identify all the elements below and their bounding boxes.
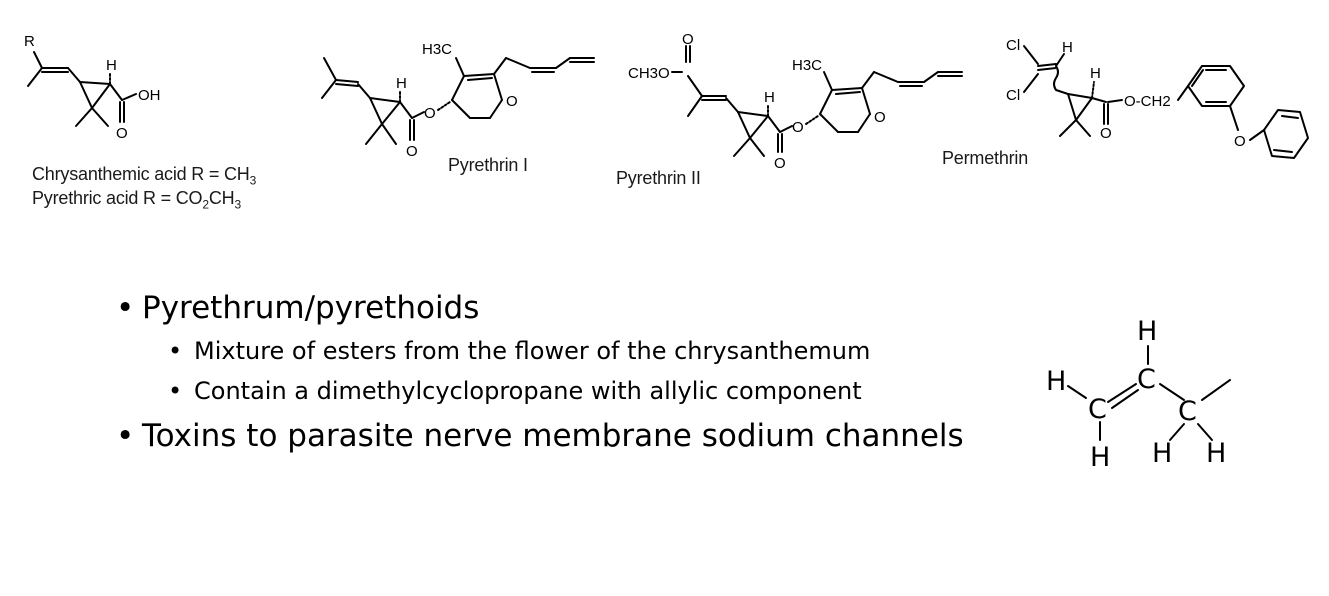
permethrin-structure: Cl Cl H H O O-CH2 O bbox=[1006, 37, 1309, 159]
pyrethrin-ii-structure: CH3O O H O O O H3C bbox=[628, 31, 963, 172]
bullet-text: Toxins to parasite nerve membrane sodium… bbox=[142, 418, 964, 454]
sub-bullet-mixture: • Mixture of esters from the flower of th… bbox=[116, 330, 1016, 372]
h-bottom-mid-label: H bbox=[1152, 438, 1172, 469]
h-left-label: H bbox=[1046, 366, 1066, 397]
ether-o-label: O bbox=[1234, 133, 1246, 150]
carbonyl-o-label: O bbox=[774, 155, 786, 172]
bullet-text: Pyrethrum/pyrethoids bbox=[142, 290, 480, 326]
bullet-dot: • bbox=[116, 418, 135, 454]
h-ring-label: H bbox=[1090, 65, 1101, 82]
cl-top-label: Cl bbox=[1006, 37, 1020, 54]
carbonyl-o-label: O bbox=[116, 125, 128, 142]
r-group-label: R bbox=[24, 33, 35, 50]
oh-label: OH bbox=[138, 87, 161, 104]
h-label: H bbox=[106, 57, 117, 74]
chrysanthemic-caption: Chrysanthemic acid R = CH3 bbox=[32, 164, 256, 188]
c-center-label: C bbox=[1137, 364, 1156, 395]
bullet-dot: • bbox=[116, 290, 135, 326]
h-bottom-right-label: H bbox=[1206, 438, 1226, 469]
ester-o-label: O bbox=[792, 119, 804, 136]
h-label: H bbox=[764, 89, 775, 106]
bullet-item-toxins: •Toxins to parasite nerve membrane sodiu… bbox=[116, 414, 1016, 458]
caption-line2-mid: CH bbox=[208, 188, 235, 208]
pyrethrin-ii-name: Pyrethrin II bbox=[616, 168, 701, 188]
h-top-label: H bbox=[1137, 316, 1157, 347]
bullet-dot: • bbox=[168, 337, 183, 365]
ch3o-label: CH3O bbox=[628, 65, 670, 82]
sub-bullet-text: Contain a dimethylcyclopropane with ally… bbox=[194, 377, 862, 405]
h-bottom-left-label: H bbox=[1090, 442, 1110, 473]
h-label: H bbox=[396, 75, 407, 92]
ester-carbonyl-o: O bbox=[682, 31, 694, 48]
carbonyl-o-label: O bbox=[406, 143, 418, 160]
ketone-o-label: O bbox=[874, 109, 886, 126]
h-top-label: H bbox=[1062, 39, 1073, 56]
caption-line2-sub2: 3 bbox=[234, 197, 241, 212]
allyl-group-structure: H C H C C H H H bbox=[1046, 316, 1231, 473]
caption-line1-text: Chrysanthemic acid R = CH bbox=[32, 164, 250, 184]
sub-bullet-text: Mixture of esters from the flower of the… bbox=[194, 337, 871, 365]
cl-bottom-label: Cl bbox=[1006, 87, 1020, 104]
c-right-label: C bbox=[1178, 396, 1197, 427]
bullet-dot: • bbox=[168, 377, 183, 405]
permethrin-name: Permethrin bbox=[942, 148, 1029, 168]
caption-line2-text: Pyrethric acid R = CO bbox=[32, 188, 203, 208]
pyrethric-caption: Pyrethric acid R = CO2CH3 bbox=[32, 188, 241, 212]
pyrethrin-i-name: Pyrethrin I bbox=[448, 155, 528, 175]
ketone-o-label: O bbox=[506, 93, 518, 110]
bullet-item-pyrethrum: •Pyrethrum/pyrethoids bbox=[116, 286, 1016, 330]
h3c-label: H3C bbox=[792, 57, 822, 74]
bullet-list: •Pyrethrum/pyrethoids •Mixture of esters… bbox=[116, 286, 1016, 458]
caption-line2-sub1: 2 bbox=[202, 197, 209, 212]
carbonyl-o-label: O bbox=[1100, 125, 1112, 142]
caption-line1-sub: 3 bbox=[249, 173, 257, 188]
chrysanthemic-acid-structure: R H OH O bbox=[24, 33, 161, 142]
ester-o-label: O bbox=[424, 105, 436, 122]
c-left-label: C bbox=[1088, 394, 1107, 425]
pyrethrin-i-structure: H O O O H3C bbox=[321, 41, 595, 160]
och2-label: O-CH2 bbox=[1124, 93, 1171, 110]
sub-bullet-dimethylcyclopropane: • Contain a dimethylcyclopropane with all… bbox=[116, 370, 1016, 412]
h3c-label: H3C bbox=[422, 41, 452, 58]
